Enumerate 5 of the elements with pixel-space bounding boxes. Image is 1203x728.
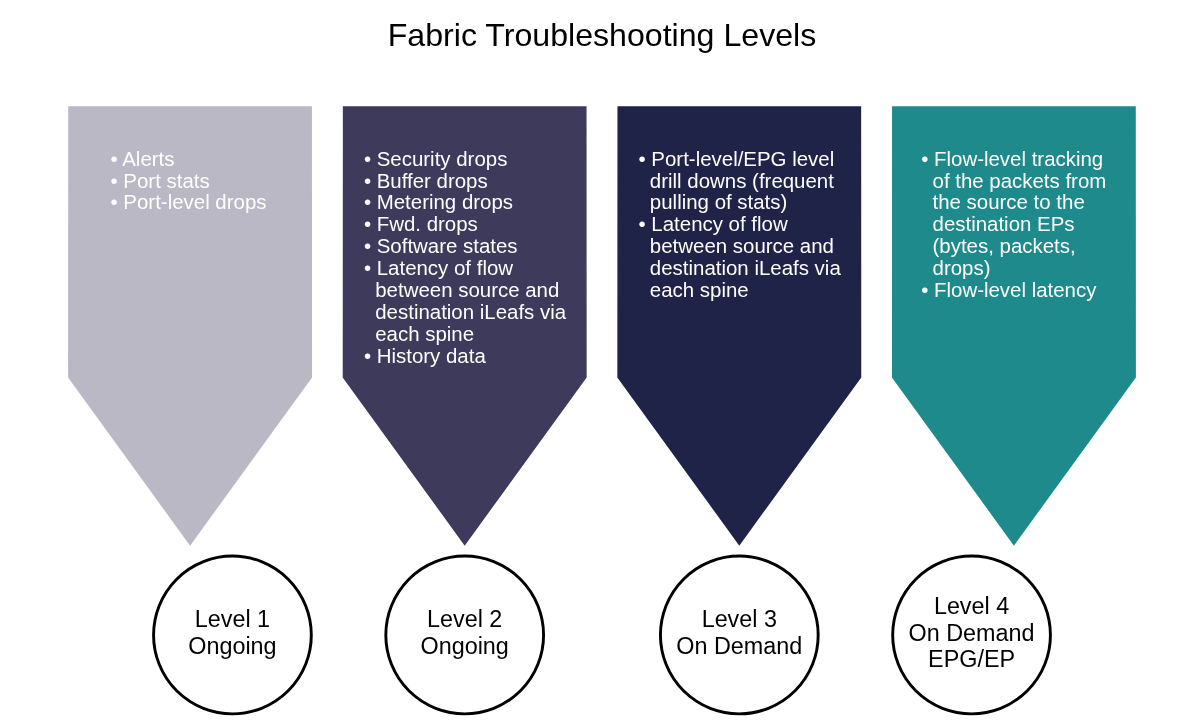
node-circle: Level 2 Ongoing — [383, 554, 545, 716]
node-circle: Level 3 On Demand — [658, 554, 820, 716]
diagram-title: Fabric Troubleshooting Levels — [387, 16, 816, 53]
node-circle: Level 4 On Demand EPG/EP — [890, 554, 1052, 716]
node-circle: Level 1 Ongoing — [151, 554, 313, 716]
